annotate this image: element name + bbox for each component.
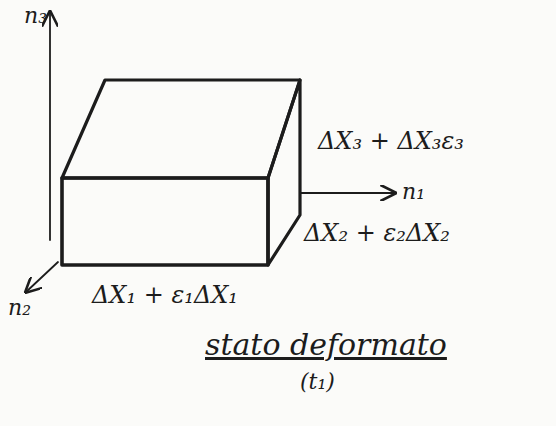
dimension-label: ΔX₃ + ΔX₃ε₃ bbox=[318, 128, 464, 154]
axis-label: n₁ bbox=[402, 180, 425, 204]
dimension-label: ΔX₁ + ε₁ΔX₁ bbox=[92, 282, 238, 308]
box-front-face bbox=[62, 178, 268, 265]
box-top-face bbox=[62, 80, 300, 178]
axis-n1 bbox=[300, 192, 395, 194]
axis-label: n₂ bbox=[8, 296, 31, 320]
caption-text: stato deformato bbox=[205, 328, 447, 361]
time-label: (t₁) bbox=[300, 370, 335, 394]
axis-n2 bbox=[26, 262, 58, 292]
axis-n3 bbox=[49, 12, 51, 240]
axis-label: n₃ bbox=[24, 4, 47, 28]
box-right-face bbox=[268, 80, 300, 265]
dimension-label: ΔX₂ + ε₂ΔX₂ bbox=[304, 220, 450, 246]
